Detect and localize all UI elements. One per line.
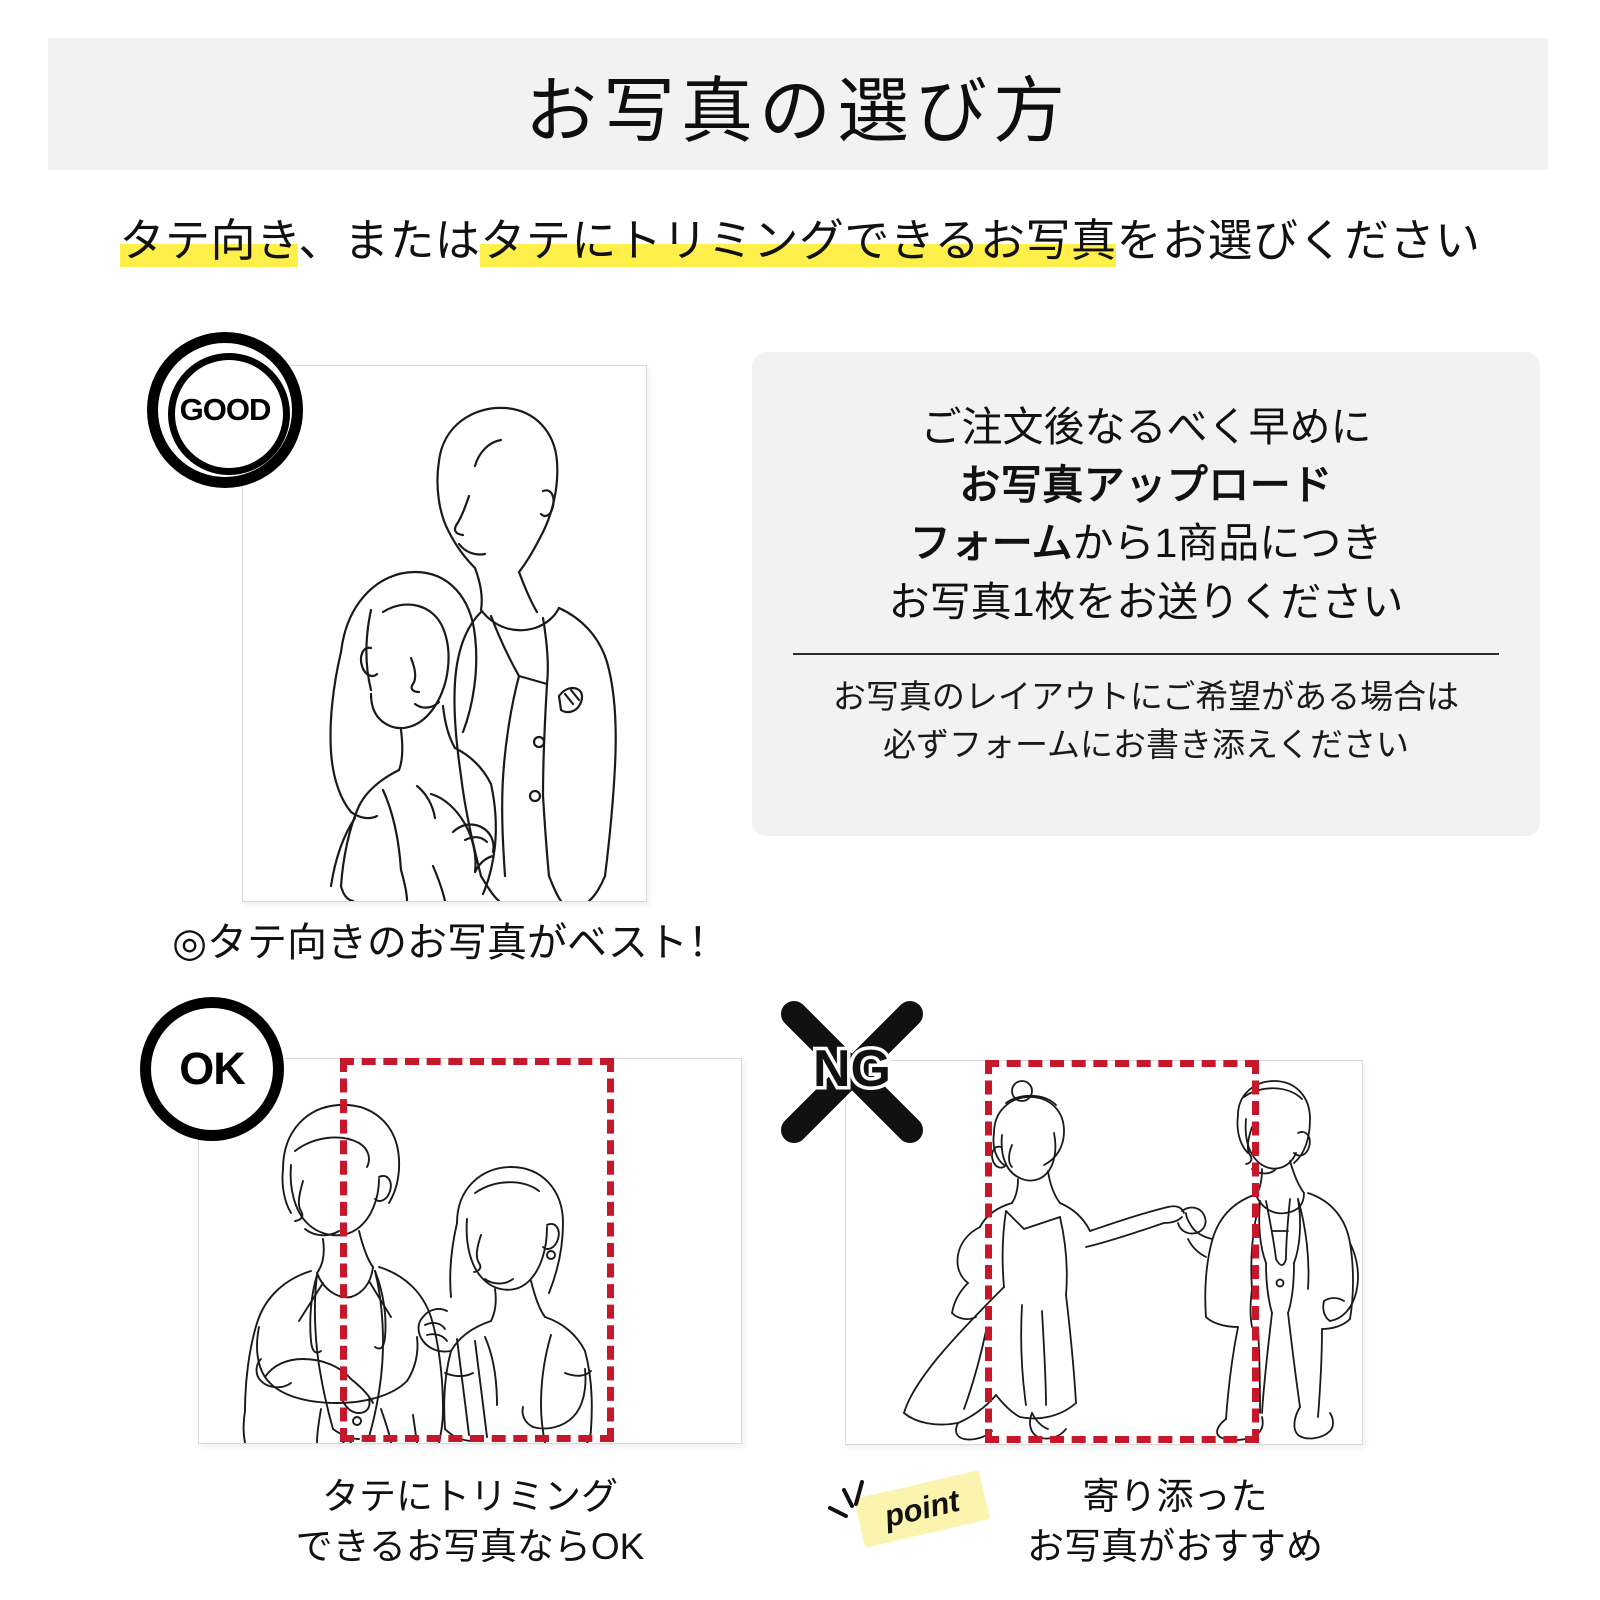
ng-cross-icon: NG	[781, 1001, 923, 1143]
caption-good: ◎タテ向きのお写真がベスト！	[172, 921, 728, 965]
info-sub-line-2: 必ずフォームにお書き添えください	[882, 725, 1410, 763]
badge-good: GOOD	[147, 332, 303, 488]
badge-good-label: GOOD	[179, 392, 272, 427]
badge-ok-ring	[140, 997, 284, 1141]
info-line-3-bold: フォーム	[909, 520, 1073, 567]
lead-plain-2: をお選びください	[1116, 215, 1481, 266]
caption-ok-line-1: タテにトリミング	[322, 1476, 618, 1517]
caption-ng: 寄り添った お写真がおすすめ	[955, 1472, 1395, 1573]
info-line-4: お写真1枚をお送りください	[888, 578, 1404, 625]
info-divider	[793, 652, 1499, 655]
badge-ng-label: NG	[813, 1040, 891, 1098]
info-line-3-rest: から1商品につき	[1072, 520, 1383, 567]
caption-ok: タテにトリミング できるお写真ならOK	[200, 1472, 740, 1573]
info-line-2: お写真アップロード	[959, 462, 1333, 509]
lead-highlight-2: タテにトリミングできるお写真	[480, 215, 1117, 267]
caption-ok-line-2: できるお写真ならOK	[295, 1526, 645, 1568]
caption-ng-line-2: お写真がおすすめ	[1027, 1526, 1323, 1568]
couple-horizontal-line-art	[242, 1104, 593, 1443]
lead-instruction: タテ向き、またはタテにトリミングできるお写真をお選びください	[0, 204, 1600, 269]
badge-ok: OK	[140, 997, 284, 1141]
badge-good-inner-ring	[168, 353, 290, 475]
badge-ng: NG	[770, 990, 934, 1154]
info-line-3: フォームから1商品につき	[792, 514, 1500, 572]
badge-ok-label: OK	[179, 1043, 246, 1094]
couple-apart-line-art	[903, 1080, 1359, 1442]
ok-photo-frame	[198, 1058, 742, 1444]
lead-plain-1: 、または	[298, 215, 481, 266]
sparkle-icon	[828, 1480, 864, 1518]
lead-highlight-1: タテ向き	[119, 215, 299, 267]
info-line-1: ご注文後なるべく早めに	[920, 404, 1372, 450]
upload-info-box: ご注文後なるべく早めに お写真アップロード フォームから1商品につき お写真1枚…	[752, 352, 1540, 836]
couple-portrait-line-art	[329, 406, 617, 901]
info-sub-line-1: お写真のレイアウトにご希望がある場合は	[832, 677, 1460, 715]
page-title: お写真の選び方	[524, 71, 1071, 152]
good-photo-frame	[242, 365, 647, 902]
caption-ng-line-1: 寄り添った	[1082, 1476, 1268, 1517]
header-band: お写真の選び方	[48, 38, 1548, 170]
